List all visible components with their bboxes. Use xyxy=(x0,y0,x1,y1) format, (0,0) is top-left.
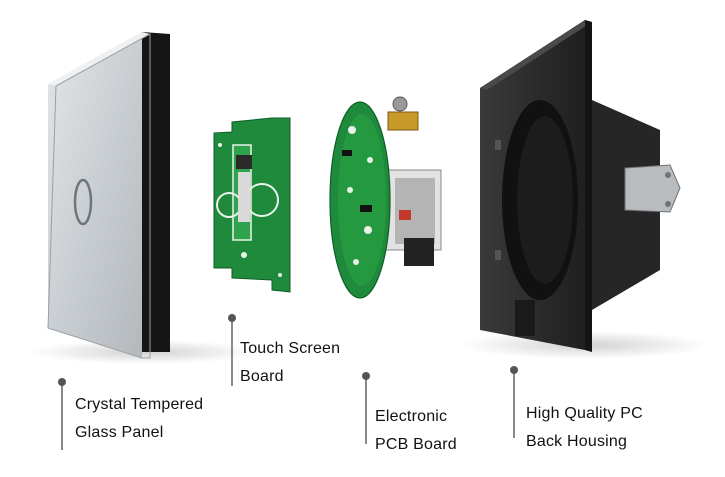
touch-board-label-line2: Board xyxy=(240,368,284,385)
pcb-board-pointer xyxy=(365,376,367,444)
pcb-board-label: Electronic PCB Board xyxy=(375,403,457,459)
glass-panel-label: Crystal Tempered Glass Panel xyxy=(75,391,203,447)
glass-panel-label-line2: Glass Panel xyxy=(75,424,164,441)
back-housing-pointer xyxy=(513,370,515,438)
pcb-board-label-line1: Electronic xyxy=(375,408,448,425)
glass-panel-label-line1: Crystal Tempered xyxy=(75,396,204,413)
touch-board-pointer xyxy=(231,318,233,386)
pcb-board-pointer-dot xyxy=(362,372,370,380)
glass-panel-pointer xyxy=(61,382,63,450)
glass-panel xyxy=(47,32,170,359)
touch-board-label: Touch Screen Board xyxy=(240,335,340,391)
touch-board-label-line1: Touch Screen xyxy=(240,340,341,357)
glass-panel-pointer-dot xyxy=(58,378,66,386)
back-housing-label: High Quality PC Back Housing xyxy=(526,400,643,456)
touch-board-pointer-dot xyxy=(228,314,236,322)
back-housing-pointer-dot xyxy=(510,366,518,374)
pcb-board xyxy=(329,96,442,299)
back-housing-label-line1: High Quality PC xyxy=(526,405,643,422)
back-housing xyxy=(480,20,681,352)
touch-screen-board xyxy=(213,117,291,293)
back-housing-label-line2: Back Housing xyxy=(526,433,628,450)
pcb-board-label-line2: PCB Board xyxy=(375,436,457,453)
